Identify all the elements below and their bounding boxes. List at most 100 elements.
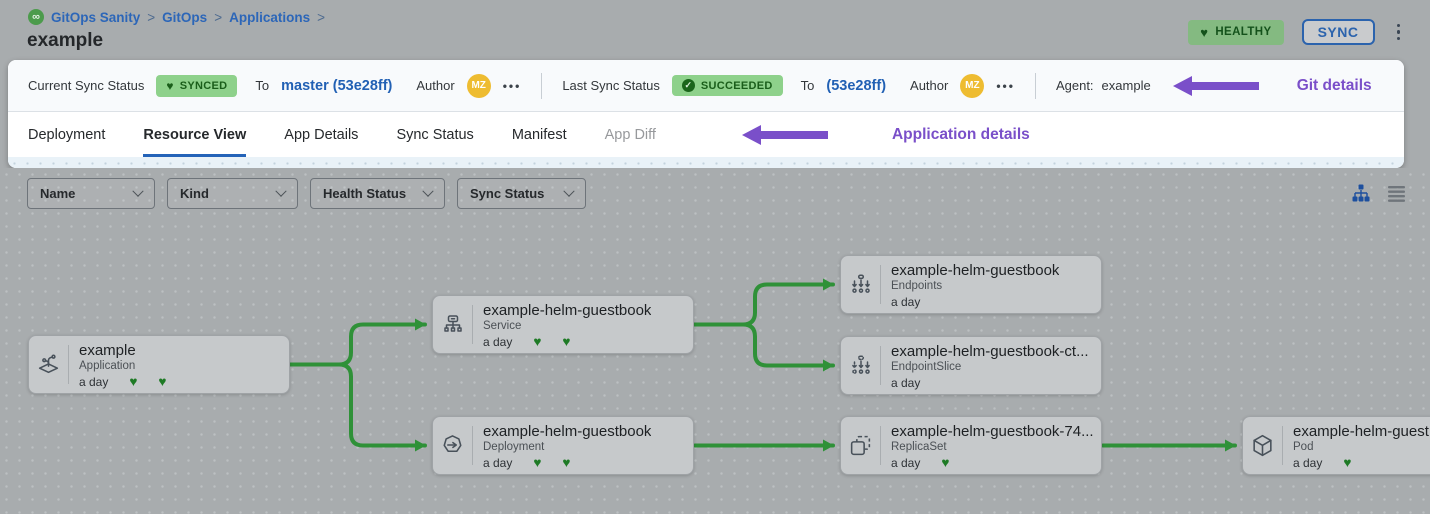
chevron-down-icon	[563, 185, 575, 197]
filter-sync-status[interactable]: Sync Status	[457, 178, 586, 209]
to-label: To	[800, 78, 815, 93]
tab-deployment[interactable]: Deployment	[28, 126, 106, 143]
resource-kind: ReplicaSet	[891, 441, 947, 453]
application-details-arrow-slot	[732, 112, 828, 157]
resource-name: example-helm-guestbook-ct...	[891, 343, 1089, 360]
breadcrumb: ∞ GitOps Sanity>GitOps>Applications>	[28, 9, 325, 25]
breadcrumb-link[interactable]: Applications	[229, 9, 311, 25]
last-sync-status-label: Last Sync Status	[562, 78, 660, 93]
last-sync-revision-link[interactable]: (53e28ff)	[826, 77, 887, 94]
resource-age: a day	[891, 456, 921, 470]
divider	[541, 72, 543, 99]
current-sync-status-label: Current Sync Status	[28, 78, 145, 93]
filter-label: Health Status	[323, 186, 407, 201]
page-title: example	[27, 30, 104, 51]
resource-age: a day	[483, 456, 513, 470]
resource-kind: Deployment	[483, 441, 545, 453]
sync-status-bar: Current Sync Status ♥ SYNCED To master (…	[8, 60, 1404, 112]
heart-icon: ♥	[533, 455, 542, 471]
more-options-icon[interactable]: •••	[996, 78, 1015, 93]
more-options-icon[interactable]: •••	[502, 78, 522, 93]
heart-icon: ♥	[562, 334, 571, 350]
resource-age: a day	[79, 375, 109, 389]
filter-health-status[interactable]: Health Status	[310, 178, 445, 209]
succeeded-badge: ✓ SUCCEEDED	[671, 75, 783, 96]
replicaset-icon	[841, 426, 881, 465]
to-label: To	[255, 78, 270, 93]
application-details-annotation: Application details	[891, 125, 1030, 143]
synced-badge: ♥ SYNCED	[156, 74, 238, 97]
breadcrumb-separator: >	[317, 9, 325, 25]
view-toggles	[1351, 184, 1406, 203]
resource-name: example-helm-guestbook	[483, 423, 652, 440]
resource-kind: Application	[79, 360, 136, 372]
agent-label: Agent:	[1055, 78, 1094, 93]
filter-label: Name	[40, 186, 76, 201]
tab-app-diff: App Diff	[604, 126, 656, 143]
kebab-menu-icon[interactable]	[1393, 22, 1405, 43]
resource-kind: Pod	[1293, 441, 1314, 453]
divider	[1034, 72, 1036, 99]
breadcrumb-separator: >	[147, 9, 156, 25]
author-avatar[interactable]: MZ	[960, 73, 985, 98]
sync-button[interactable]: SYNC	[1301, 19, 1375, 45]
health-status-badge: ♥ HEALTHY	[1188, 19, 1284, 45]
tab-resource-view[interactable]: Resource View	[143, 112, 247, 157]
heart-icon: ♥	[158, 374, 167, 390]
heart-icon: ♥	[166, 78, 174, 93]
filter-kind[interactable]: Kind	[167, 178, 298, 209]
pod-icon	[1243, 426, 1283, 465]
endpoints-icon	[841, 265, 881, 304]
git-details-arrow-slot	[1163, 74, 1259, 98]
panel-bottom-strip	[8, 157, 1404, 168]
resource-name: example	[79, 342, 136, 359]
tab-list: Deployment Resource View App Details Sync S…	[28, 112, 656, 157]
chevron-down-icon	[132, 185, 144, 197]
resource-name: example-helm-guestbook-74...	[891, 423, 1094, 440]
breadcrumb-link[interactable]: GitOps Sanity	[51, 9, 141, 25]
deployment-icon	[433, 426, 473, 465]
current-sync-revision-link[interactable]: master (53e28ff)	[281, 77, 393, 94]
resource-name: example-helm-guestbook	[891, 262, 1060, 279]
check-circle-icon: ✓	[681, 79, 695, 92]
application-icon	[29, 345, 69, 384]
tree-view-icon[interactable]	[1351, 184, 1371, 203]
filter-name[interactable]: Name	[27, 178, 155, 209]
resource-kind: EndpointSlice	[891, 361, 962, 373]
heart-icon: ♥	[533, 334, 542, 350]
author-avatar[interactable]: MZ	[466, 73, 491, 98]
heart-icon: ♥	[941, 455, 950, 471]
header-actions: ♥ HEALTHY SYNC	[1188, 19, 1404, 45]
breadcrumb-items: GitOps Sanity>GitOps>Applications>	[51, 10, 325, 25]
heart-icon: ♥	[129, 374, 138, 390]
resource-node-endpointslice[interactable]: example-helm-guestbook-ct...EndpointSlic…	[840, 336, 1102, 395]
gitops-logo-icon: ∞	[28, 9, 44, 25]
resource-kind: Service	[483, 320, 522, 332]
service-icon	[433, 305, 473, 344]
endpointslice-icon	[841, 346, 881, 385]
health-status-label: HEALTHY	[1215, 26, 1272, 38]
breadcrumb-link[interactable]: GitOps	[162, 9, 208, 25]
list-view-icon[interactable]	[1387, 184, 1406, 203]
resource-age: a day	[891, 376, 921, 390]
resource-name: example-helm-guest	[1293, 423, 1429, 440]
filter-label: Kind	[180, 186, 209, 201]
filter-bar: Name Kind Health Status Sync Status	[27, 178, 586, 209]
author-label: Author	[910, 78, 949, 93]
agent-value: example	[1101, 78, 1151, 93]
chevron-down-icon	[422, 185, 434, 197]
tab-manifest[interactable]: Manifest	[511, 126, 567, 143]
tab-app-details[interactable]: App Details	[284, 126, 359, 143]
resource-node-replicaset[interactable]: example-helm-guestbook-74...ReplicaSet a …	[840, 416, 1102, 475]
heart-icon: ♥	[1200, 24, 1209, 40]
tab-sync-status[interactable]: Sync Status	[396, 126, 474, 143]
heart-icon: ♥	[562, 455, 571, 471]
resource-kind: Endpoints	[891, 280, 943, 292]
resource-name: example-helm-guestbook	[483, 302, 652, 319]
resource-age: a day	[891, 295, 921, 309]
